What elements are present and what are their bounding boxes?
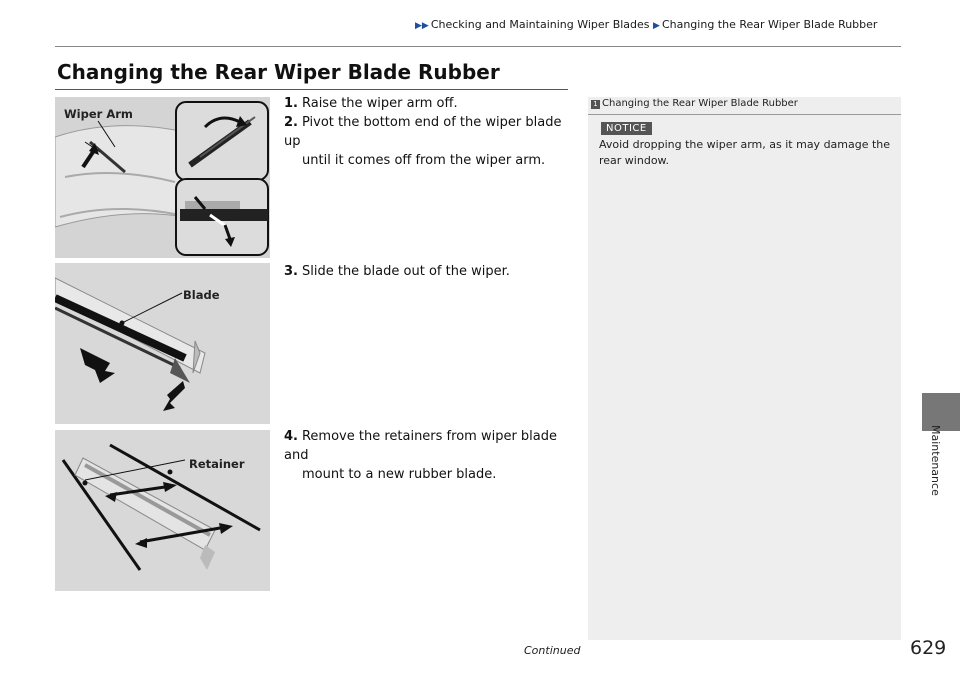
breadcrumb: ▶▶Checking and Maintaining Wiper Blades …	[415, 18, 877, 31]
side-note-title: Changing the Rear Wiper Blade Rubber	[602, 98, 798, 109]
figure-raise-wiper-arm: Wiper Arm	[55, 97, 270, 258]
breadcrumb-item-wiper-blades[interactable]: Checking and Maintaining Wiper Blades	[430, 18, 650, 31]
notice-text: Avoid dropping the wiper arm, as it may …	[599, 137, 894, 169]
page-title: Changing the Rear Wiper Blade Rubber	[57, 60, 500, 84]
wiper-arm-illustration	[55, 97, 270, 258]
figure-slide-blade: Blade	[55, 263, 270, 424]
side-note-divider	[588, 114, 901, 115]
step-text: Remove the retainers from wiper blade an…	[284, 429, 557, 463]
step-2: 2.Pivot the bottom end of the wiper blad…	[284, 113, 574, 170]
step-text: Pivot the bottom end of the wiper blade …	[284, 115, 562, 149]
step-1: 1.Raise the wiper arm off.	[284, 94, 569, 113]
figure-label-blade: Blade	[183, 288, 220, 302]
step-4: 4.Remove the retainers from wiper blade …	[284, 427, 574, 484]
retainer-illustration	[55, 430, 270, 591]
continued-label: Continued	[524, 644, 581, 657]
step-number: 3.	[284, 264, 298, 279]
title-divider	[55, 89, 568, 90]
step-text: Raise the wiper arm off.	[301, 96, 458, 111]
section-tab-marker[interactable]	[922, 393, 960, 431]
note-number-icon: 1	[591, 100, 600, 109]
page-number: 629	[910, 637, 947, 659]
breadcrumb-item-rear-blade[interactable]: Changing the Rear Wiper Blade Rubber	[661, 18, 878, 31]
step-text: Slide the blade out of the wiper.	[301, 264, 510, 279]
notice-line-2: rear window.	[599, 154, 670, 167]
step-3: 3.Slide the blade out of the wiper.	[284, 262, 569, 281]
step-number: 2.	[284, 115, 298, 130]
header-divider	[55, 46, 901, 47]
figure-label-retainer: Retainer	[189, 457, 245, 471]
notice-line-1: Avoid dropping the wiper arm, as it may …	[599, 138, 891, 151]
breadcrumb-arrow-icon: ▶	[653, 21, 660, 31]
figure-label-wiper-arm: Wiper Arm	[64, 107, 133, 121]
breadcrumb-arrow-icon: ▶▶	[415, 21, 429, 31]
notice-badge: NOTICE	[601, 122, 652, 135]
figure-remove-retainers: Retainer	[55, 430, 270, 591]
step-number: 4.	[284, 429, 298, 444]
step-text-continued: until it comes off from the wiper arm.	[302, 153, 546, 168]
blade-illustration	[55, 263, 270, 424]
step-number: 1.	[284, 96, 298, 111]
side-note-panel	[588, 97, 901, 640]
section-tab-label: Maintenance	[929, 425, 942, 496]
step-text-continued: mount to a new rubber blade.	[302, 467, 497, 482]
